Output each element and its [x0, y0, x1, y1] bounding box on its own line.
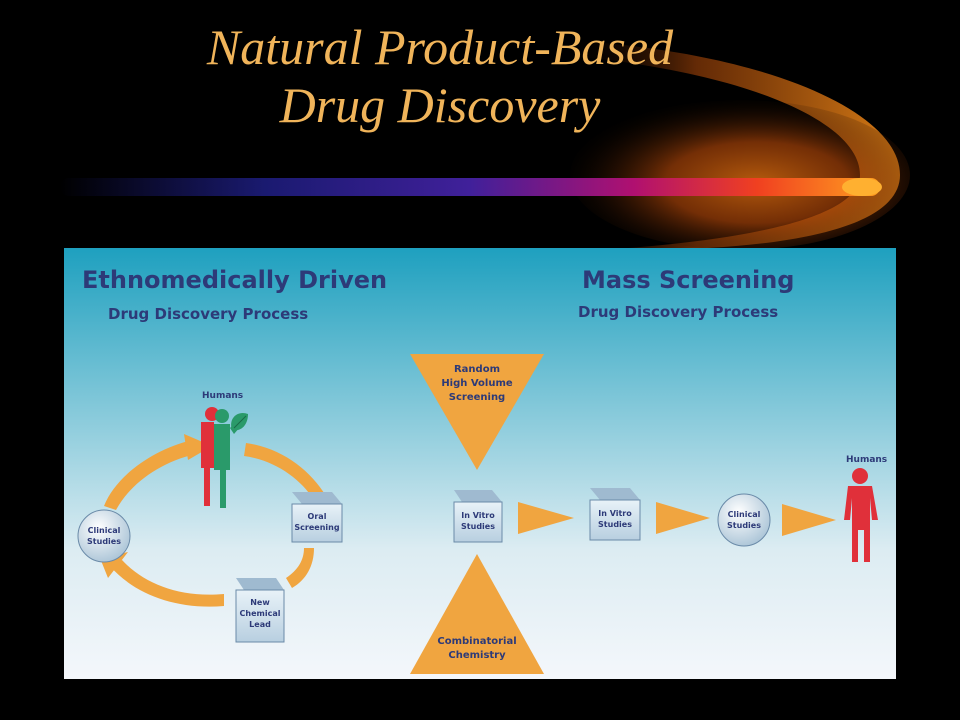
right-heading: Mass Screening [582, 266, 794, 294]
random-screening-line-3: Screening [449, 392, 505, 403]
slide-title-line-1: Natural Product-Based [0, 18, 880, 76]
slide-title: Natural Product-Based Drug Discovery [0, 18, 880, 134]
oral-screening-line-2: Screening [294, 523, 339, 532]
right-clinical-line-1: Clinical [728, 510, 761, 519]
diagram-canvas: Ethnomedically Driven Drug Discovery Pro… [64, 248, 896, 679]
new-chemical-lead-line-2: Chemical [240, 609, 281, 618]
left-clinical-line-1: Clinical [88, 526, 121, 535]
in-vitro-1-line-2: Studies [461, 522, 495, 531]
left-subheading: Drug Discovery Process [108, 305, 308, 323]
random-screening-line-1: Random [454, 364, 500, 375]
new-chemical-lead-line-3: Lead [249, 620, 271, 629]
in-vitro-1-line-1: In Vitro [461, 511, 495, 520]
in-vitro-2-line-2: Studies [598, 520, 632, 529]
in-vitro-box-1: In Vitro Studies [454, 490, 502, 542]
in-vitro-box-2: In Vitro Studies [590, 488, 640, 540]
left-humans-label: Humans [202, 391, 243, 401]
random-screening-line-2: High Volume [441, 378, 513, 389]
slide-title-line-2: Drug Discovery [0, 76, 880, 134]
combinatorial-line-2: Chemistry [448, 650, 506, 661]
new-chemical-lead-line-1: New [250, 598, 270, 607]
right-subheading: Drug Discovery Process [578, 303, 778, 321]
right-clinical-studies-disc: Clinical Studies [718, 494, 770, 546]
right-humans-label: Humans [846, 455, 887, 465]
combinatorial-line-1: Combinatorial [437, 636, 516, 647]
oral-screening-box: Oral Screening [292, 492, 342, 542]
left-clinical-studies-disc: Clinical Studies [78, 510, 130, 562]
oral-screening-line-1: Oral [308, 512, 327, 521]
right-clinical-line-2: Studies [727, 521, 761, 530]
left-clinical-line-2: Studies [87, 537, 121, 546]
drug-discovery-diagram: Ethnomedically Driven Drug Discovery Pro… [64, 248, 896, 679]
left-heading: Ethnomedically Driven [82, 266, 387, 294]
new-chemical-lead-box: New Chemical Lead [236, 578, 284, 642]
in-vitro-2-line-1: In Vitro [598, 509, 632, 518]
